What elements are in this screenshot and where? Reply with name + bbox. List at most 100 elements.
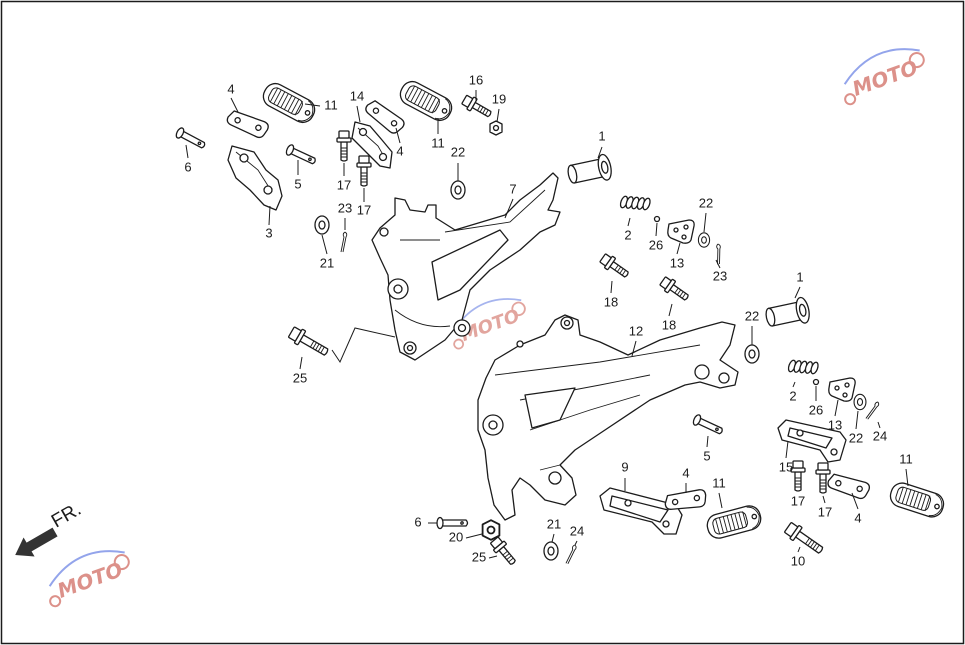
pin-5-bottom [691,413,725,438]
callout: 23 [713,268,727,283]
bolt-16 [460,92,495,122]
footrest-rubber-bottom-center [704,502,764,542]
bolt-17-d [815,462,831,494]
bolt-10 [782,520,827,558]
callout: 4 [396,143,403,158]
footrest-bracket-14 [351,121,393,169]
spring-2-upper [614,182,656,224]
watermark-logo-bottom-left: MOTO [38,541,136,609]
callout: 4 [227,81,234,96]
callout: 20 [449,529,463,544]
bolt-25-bottom [488,534,520,569]
callout: 1 [796,269,803,284]
callout: 5 [703,448,710,463]
callout: 16 [469,72,483,87]
callout: 17 [791,493,805,508]
nut-19 [489,120,503,136]
cotter-pin-24-bottom [565,543,578,566]
front-label: FR. [48,499,85,532]
plate-bottom-right [825,469,872,502]
callout: 13 [670,255,684,270]
nut-20 [481,519,501,541]
callout: 2 [624,227,631,242]
washer-22-upper-right [697,232,711,248]
callout: 11 [431,135,445,150]
bolt-17-b [356,155,372,187]
callout: 25 [472,549,486,564]
callout: 24 [570,523,584,538]
callout: 19 [492,91,506,106]
callout: 17 [357,202,371,217]
footrest-rubber-bottom-right [886,479,948,521]
callout: 22 [699,195,713,210]
front-footrest-bracket-12 [477,314,739,521]
rubber-1-lower [763,295,812,332]
bolt-18-a [597,251,632,282]
ball-26-lower [812,378,820,386]
rubber-1-upper [565,152,614,189]
leader-lines [185,90,909,559]
callout: 18 [604,294,618,309]
washer-21-top [314,215,330,235]
callout: 26 [649,237,663,252]
callout: 6 [414,514,421,529]
bolt-25-top [286,324,332,361]
washer-22-top [450,180,466,200]
callout: 3 [265,225,272,240]
pin-6-top [174,126,208,152]
callout: 26 [809,402,823,417]
callout: 25 [293,370,307,385]
bolt-18-b [657,274,692,305]
callout: 21 [547,516,561,531]
washer-22-mid-right [744,344,760,364]
callout: 13 [828,417,842,432]
cotter-pin-24-right [865,399,881,422]
callout: 17 [337,177,351,192]
footrest-bracket-15 [777,419,847,463]
callout: 23 [338,200,352,215]
front-direction-indicator: FR. [15,499,85,557]
watermark-logo-top-right: MOTO [833,39,931,107]
cotter-pin-23-top [340,231,348,253]
ball-26-upper [653,215,661,223]
plate-top-left [224,106,271,141]
cotter-pin-23-right [713,243,724,265]
callout: 14 [350,88,364,103]
washer-21-bottom [543,541,559,561]
rear-footrest-bracket-7 [371,172,561,361]
callout: 17 [818,504,832,519]
callout: 12 [629,323,643,338]
callout: 11 [324,97,338,112]
callout: 21 [320,255,334,270]
footrest-bracket-3 [227,145,283,211]
callout: 6 [184,159,191,174]
callout: 24 [873,428,887,443]
svg-text:MOTO: MOTO [54,557,126,603]
plate-13-upper [667,219,695,244]
callout: 11 [712,475,726,490]
footrest-bracket-9 [599,487,683,535]
callout: 5 [294,176,301,191]
callout: 15 [779,459,793,474]
svg-text:MOTO: MOTO [849,55,921,101]
callout: 22 [745,308,759,323]
callout: 10 [791,553,805,568]
callout: 18 [662,317,676,332]
callout: 4 [682,465,689,480]
front-arrow-icon [15,527,58,557]
callout: 22 [451,144,465,159]
callout-labels: 4 11 6 5 3 14 4 11 16 19 17 17 23 21 22 … [184,72,912,568]
bolt-17-a [336,130,352,162]
plate-13-lower [828,377,856,402]
pin-5-top [284,143,318,168]
footrest-rubber-top-left [258,79,320,127]
footrest-rubber-top-center [395,77,457,125]
pin-6-bottom [436,516,469,530]
callout: 9 [621,459,628,474]
callout: 7 [509,181,516,196]
washer-22-lower-right [853,393,867,411]
callout: 4 [854,510,861,525]
callout: 11 [899,451,913,466]
